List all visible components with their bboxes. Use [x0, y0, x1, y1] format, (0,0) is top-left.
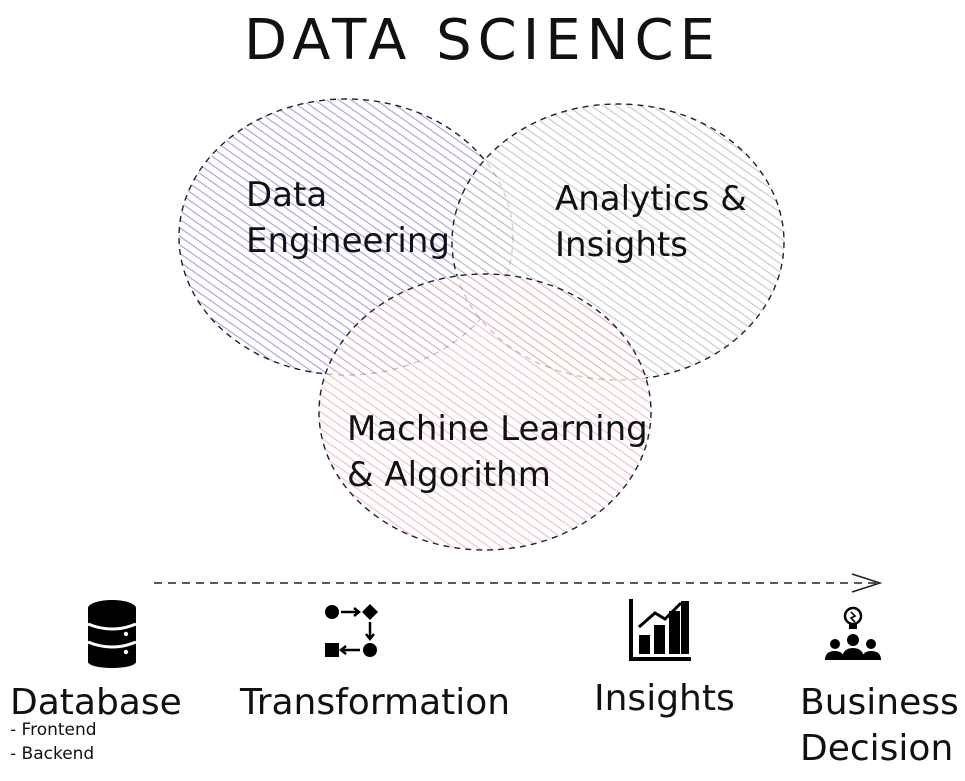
transformation-flow-icon — [325, 604, 378, 657]
step-label-business-decision: Business Decision — [800, 682, 959, 769]
venn-circle-machine-learning — [318, 273, 652, 551]
bar-chart-icon — [629, 599, 691, 661]
team-idea-icon — [825, 606, 881, 660]
page-title: DATA SCIENCE — [244, 8, 721, 73]
database-sub-item-backend: - Backend — [10, 744, 95, 764]
database-sub-item-frontend: - Frontend — [10, 720, 97, 740]
database-icon — [87, 600, 137, 668]
venn-label-analytics-insights: Analytics & Insights — [555, 179, 747, 265]
step-label-insights: Insights — [594, 678, 735, 719]
venn-diagram — [178, 98, 785, 551]
venn-label-machine-learning: Machine Learning & Algorithm — [347, 409, 648, 495]
pipeline-arrow — [154, 573, 883, 593]
step-label-transformation: Transformation — [240, 682, 511, 723]
step-label-database: Database — [10, 682, 182, 723]
venn-label-data-engineering: Data Engineering — [246, 175, 450, 261]
